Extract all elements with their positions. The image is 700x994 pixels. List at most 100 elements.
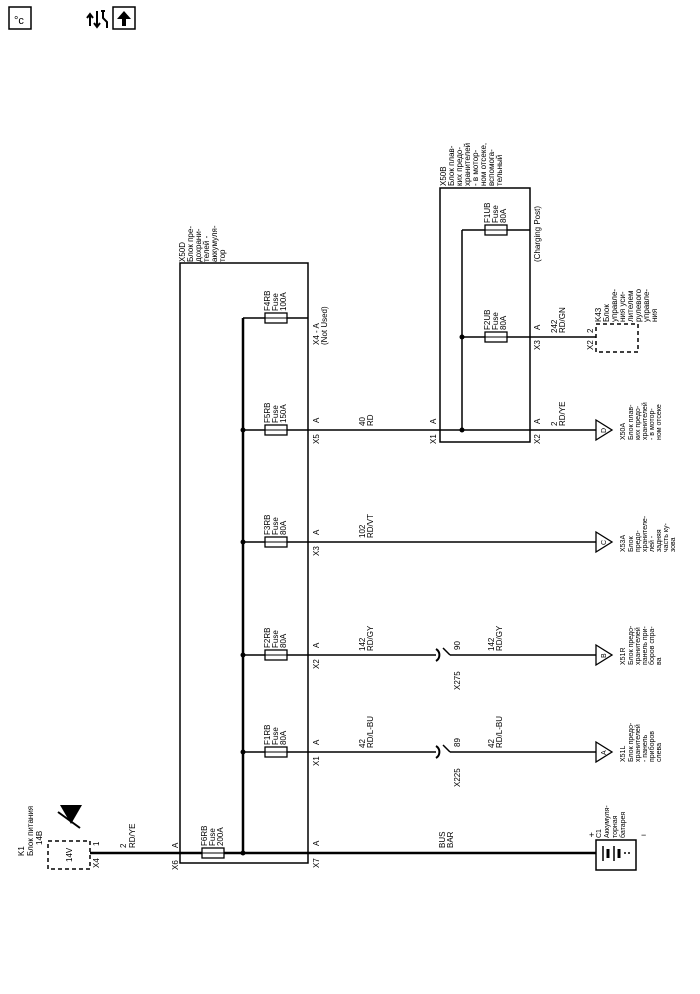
battery-plus: + (589, 830, 594, 840)
x51r-name-1: хранителей (634, 627, 642, 665)
k1-ref: K1 (17, 846, 26, 856)
x50d-name-0: X50D (178, 242, 187, 262)
f1rb-conn: X1 (312, 756, 321, 766)
x50b-name-4: - в мотор- (471, 149, 480, 186)
x50b-out-pin: A (533, 418, 542, 424)
splice-x275: X275 (453, 671, 462, 690)
circuit-40-color: RD (366, 414, 375, 426)
x50d-input-conn: X6 (171, 860, 180, 870)
x50d-name-3: телей - (202, 235, 211, 262)
f1rb-type: Fuse (271, 727, 280, 745)
f2ub-type: Fuse (491, 312, 500, 330)
k1-name-2: 14В (35, 831, 44, 845)
up-arrow-icon[interactable] (112, 6, 138, 32)
circuit-42-num: 42 (358, 739, 367, 748)
k43-ref: K43 (594, 307, 603, 322)
splice-x225: X225 (453, 768, 462, 787)
x50a-name-0: Блок плав- (628, 404, 635, 440)
f1ub-rating: 80A (499, 208, 508, 223)
f1rb-rating: 80A (279, 730, 288, 745)
x50b-name-0: X50B (439, 166, 448, 186)
x50b-name-7: тельный (495, 155, 504, 186)
battery-name-2: батарея (619, 812, 627, 838)
f6rb-rating: 200A (216, 827, 225, 846)
k43-name-1: управле- (610, 289, 619, 322)
dest-c-triangle (595, 530, 614, 554)
f5rb-conn: X5 (312, 434, 321, 444)
ground-icon[interactable]: °c (8, 6, 34, 32)
f3rb-pin: A (312, 529, 321, 535)
f6rb-pin: A (312, 840, 321, 846)
circuit-102-num: 102 (358, 524, 367, 538)
x51l-name-4: слева (656, 743, 663, 762)
dest-c-letter: C (601, 540, 608, 545)
x51l-conn: X51L (620, 746, 627, 762)
k43-wire-color: RD/GN (558, 307, 567, 333)
dest-b-triangle (595, 643, 614, 667)
f1ub-ref: F1UB (483, 203, 492, 223)
circuit-142-color2: RD/GY (495, 625, 504, 651)
battery-ref: C1 (596, 829, 603, 838)
battery-box (595, 839, 637, 871)
x51r-name-3: боров спра- (648, 626, 656, 665)
k1-wire-color: RD/YE (128, 824, 137, 848)
x50a-name-4: ном отсеке (656, 404, 663, 440)
x50a-name-1: ких предо- (635, 405, 642, 440)
f1ub-type: Fuse (491, 205, 500, 223)
x50b-out-color: RD/YE (558, 402, 567, 426)
circuit-42-color: RD/L-BU (366, 716, 375, 748)
x51l-name-3: приборов (648, 731, 656, 762)
f2ub-ref: F2UB (483, 310, 492, 330)
x50b-name-3: хранителей (463, 143, 472, 186)
k1-connector: X4 (92, 858, 101, 868)
dest-a-letter: A (601, 750, 608, 755)
battery-name-1: торная (612, 815, 619, 838)
x50b-in-conn: X1 (429, 434, 438, 444)
f1rb-pin: A (312, 739, 321, 745)
x51r-name-2: панель при- (642, 626, 649, 665)
k1-name-1: Блок питания (26, 806, 35, 856)
f5rb-rating: 150A (279, 404, 288, 423)
k43-conn: X2 (586, 340, 595, 350)
k43-name-4: рулевого (634, 288, 643, 322)
x53a-name-1: предо- (635, 530, 642, 552)
x51l-name-0: Блок предо- (628, 722, 635, 762)
k1-voltage: 14V (65, 847, 74, 862)
x53a-name-2: хранителе- (642, 515, 649, 552)
esd-warning-icon (57, 805, 82, 829)
x50b-out-num: 2 (550, 421, 559, 426)
x50a-conn: X50A (620, 423, 627, 440)
f2ub-pin: A (533, 324, 542, 330)
f4rb-type: Fuse (271, 293, 280, 311)
circuit-40-num: 40 (358, 417, 367, 426)
f5rb-type: Fuse (271, 405, 280, 423)
f6rb-ref: F6RB (200, 826, 209, 846)
k43-name-5: управле- (642, 289, 651, 322)
fuse-block-x50b (439, 187, 531, 443)
service-tools-icon[interactable] (86, 6, 112, 32)
bus-bar-l2: BAR (446, 831, 455, 848)
dest-b-letter: B (601, 653, 608, 658)
f4rb-ref: F4RB (263, 291, 272, 311)
x50b-out-conn: X2 (533, 434, 542, 444)
f5rb-pin: A (312, 417, 321, 423)
x50a-name-3: - в мотор- (649, 408, 656, 440)
x51r-conn: X51R (620, 647, 627, 665)
f6rb-conn: X7 (312, 858, 321, 868)
k43-module (595, 323, 639, 353)
x53a-name-5: часть ку- (663, 523, 670, 552)
toolbar: °c (0, 0, 700, 44)
k43-name-6: ния (650, 309, 659, 322)
circuit-42-num2: 42 (487, 739, 496, 748)
x51l-name-2: - панель (642, 734, 649, 762)
f2rb-pin: A (312, 642, 321, 648)
f3rb-rating: 80A (279, 520, 288, 535)
dest-d-letter: D (601, 428, 608, 433)
circuit-42-color2: RD/L-BU (495, 716, 504, 748)
x50b-name-5: ном отсеке, (479, 143, 488, 186)
k43-wire-num: 242 (550, 319, 559, 333)
x50d-name-1: Блок пре- (186, 226, 195, 262)
f4rb-rating: 100A (279, 292, 288, 311)
splice-x225-pin: 89 (453, 738, 462, 747)
x51l-name-1: хранителей (634, 724, 642, 762)
